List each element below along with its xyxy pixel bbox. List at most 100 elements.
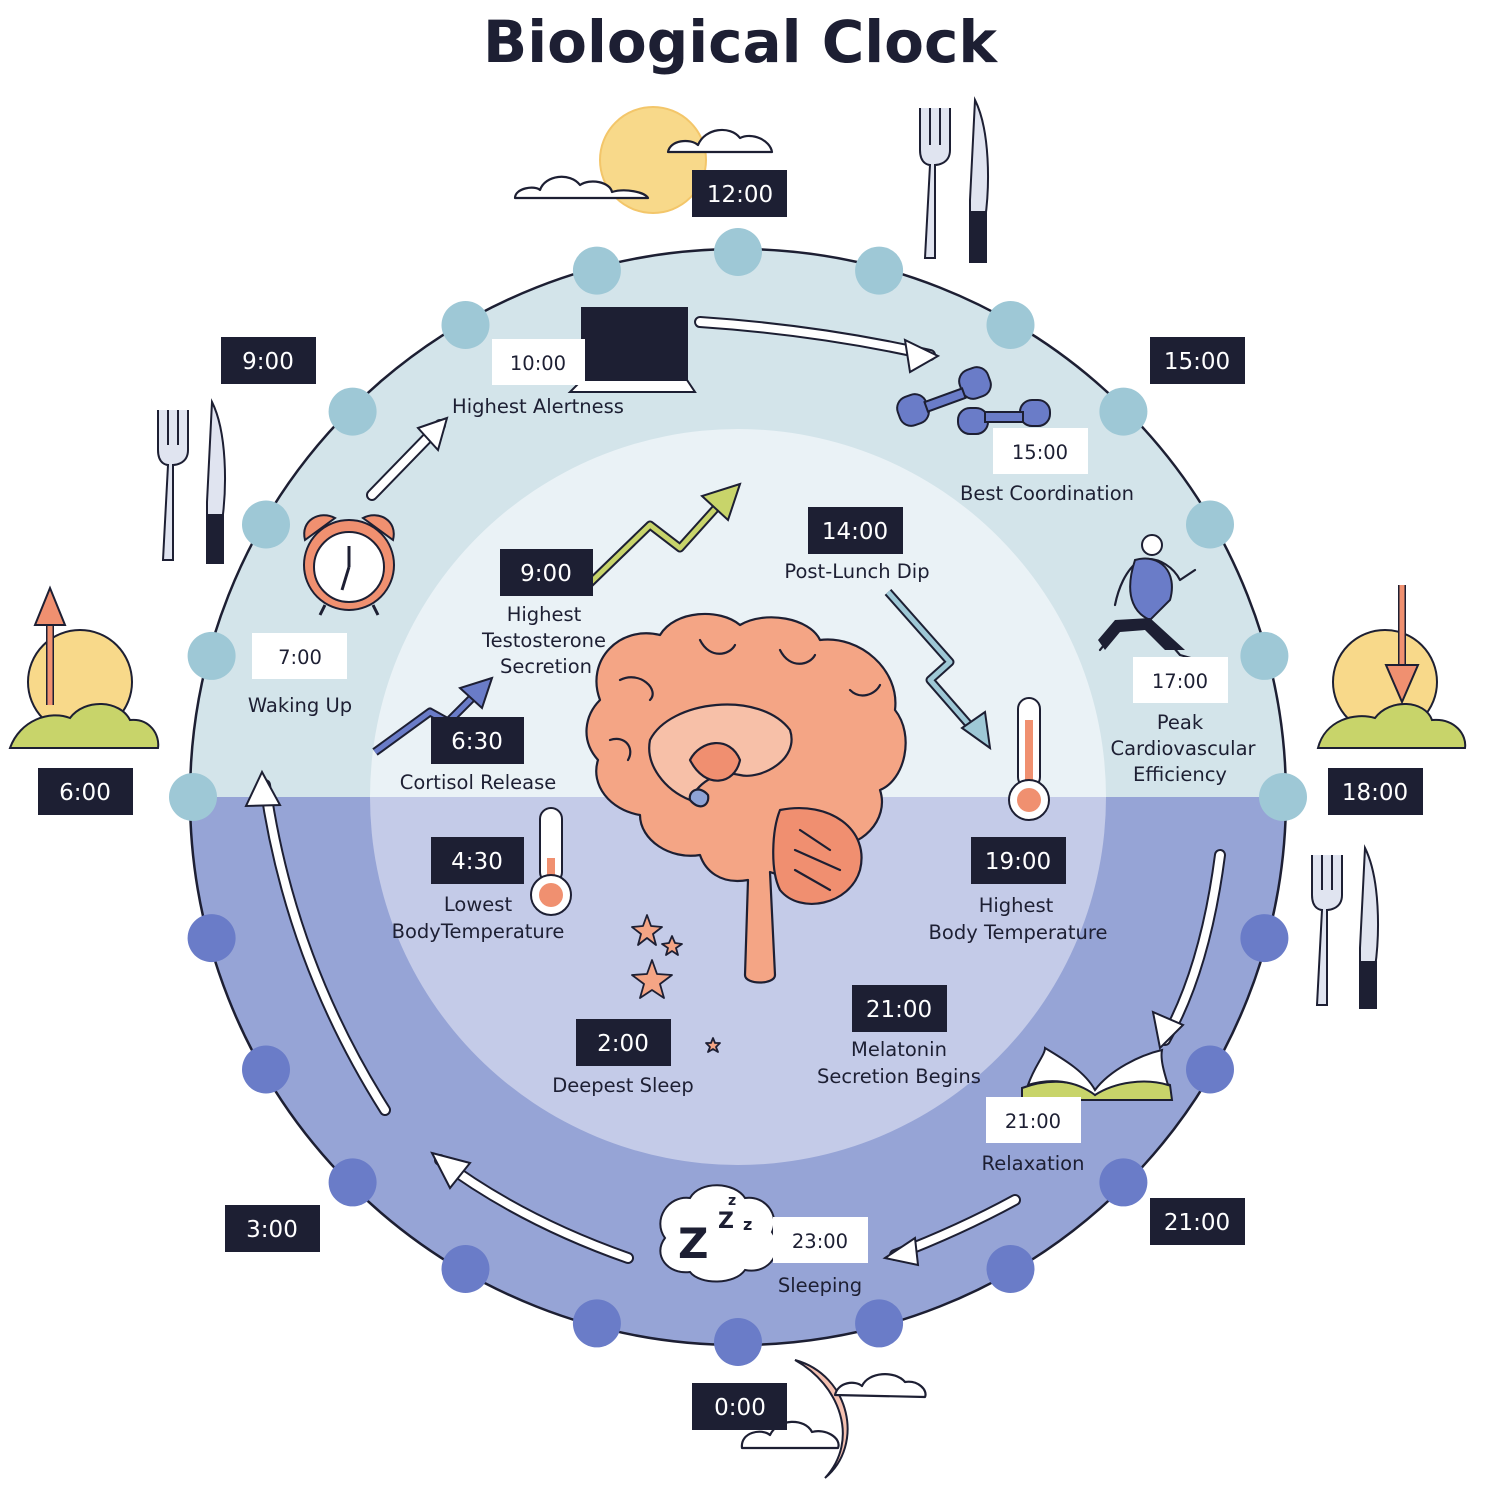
- svg-text:10:00: 10:00: [510, 352, 566, 375]
- time-box-18: 18:00: [1328, 768, 1423, 815]
- event-lowtemp: 4:30 Lowest BodyTemperature: [392, 837, 565, 943]
- hour-dot: [572, 246, 621, 295]
- event-sleeping: 23:00 Sleeping: [773, 1217, 868, 1297]
- time-box-21: 21:00: [1150, 1198, 1245, 1245]
- sleep-zzz-icon: Z Z z z: [659, 1184, 778, 1283]
- hour-dot: [986, 301, 1035, 349]
- event-cortisol: 6:30 Cortisol Release: [400, 717, 557, 794]
- alarm-clock-icon: [303, 514, 395, 616]
- svg-text:6:30: 6:30: [451, 729, 503, 755]
- svg-text:4:30: 4:30: [451, 849, 503, 875]
- svg-text:BodyTemperature: BodyTemperature: [392, 920, 565, 943]
- svg-text:9:00: 9:00: [520, 561, 572, 587]
- svg-text:Melatonin: Melatonin: [851, 1038, 947, 1061]
- svg-text:Efficiency: Efficiency: [1133, 763, 1227, 786]
- svg-text:0:00: 0:00: [714, 1395, 766, 1421]
- runner-icon: [1098, 534, 1200, 662]
- svg-text:Post-Lunch Dip: Post-Lunch Dip: [784, 560, 929, 583]
- hour-dot: [572, 1299, 621, 1348]
- svg-text:3:00: 3:00: [246, 1217, 298, 1243]
- svg-text:15:00: 15:00: [1164, 349, 1230, 375]
- event-postlunch: 14:00 Post-Lunch Dip: [784, 507, 930, 583]
- hour-dot: [714, 228, 762, 276]
- moon-icon: [740, 1359, 927, 1479]
- hour-dot: [441, 301, 490, 349]
- event-alertness: 10:00 Highest Alertness: [452, 339, 624, 418]
- svg-text:12:00: 12:00: [707, 182, 773, 208]
- svg-text:6:00: 6:00: [59, 780, 111, 806]
- hour-dot: [1099, 1158, 1148, 1207]
- svg-text:Peak: Peak: [1157, 711, 1204, 734]
- svg-text:Deepest Sleep: Deepest Sleep: [552, 1074, 694, 1097]
- time-box-9: 9:00: [221, 337, 316, 384]
- svg-text:19:00: 19:00: [985, 849, 1051, 875]
- event-melatonin: 21:00 Melatonin Secretion Begins: [817, 985, 981, 1088]
- hour-dot: [187, 914, 236, 963]
- svg-text:Testosterone: Testosterone: [481, 629, 606, 652]
- svg-text:z: z: [728, 1193, 736, 1209]
- star-icon: [631, 914, 721, 1053]
- cycle-arrows: [244, 316, 1226, 1267]
- svg-text:21:00: 21:00: [866, 997, 932, 1023]
- svg-text:Highest: Highest: [979, 894, 1054, 917]
- hour-dot: [1259, 773, 1307, 821]
- thermometer-icon: [530, 697, 1050, 916]
- hour-dot: [242, 500, 290, 549]
- book-icon: [1021, 1046, 1174, 1101]
- event-waking: 7:00 Waking Up: [248, 633, 352, 717]
- time-box-15: 15:00: [1150, 337, 1245, 384]
- svg-text:17:00: 17:00: [1152, 670, 1208, 693]
- hour-dot: [1186, 1045, 1234, 1094]
- hour-dot: [441, 1245, 490, 1293]
- svg-text:21:00: 21:00: [1005, 1110, 1061, 1133]
- svg-text:Sleeping: Sleeping: [778, 1274, 862, 1297]
- svg-text:Secretion Begins: Secretion Begins: [817, 1065, 981, 1088]
- event-relaxation: 21:00 Relaxation: [982, 1097, 1084, 1175]
- svg-text:Cardiovascular: Cardiovascular: [1110, 737, 1256, 760]
- svg-text:Waking Up: Waking Up: [248, 694, 352, 717]
- hour-dot: [1240, 631, 1289, 680]
- time-box-6: 6:00: [38, 768, 133, 815]
- svg-text:9:00: 9:00: [242, 349, 294, 375]
- svg-text:Lowest: Lowest: [444, 893, 513, 916]
- hour-dot: [714, 1318, 762, 1366]
- hour-dots: [169, 228, 1307, 1366]
- sun-cloud-icon: [513, 106, 774, 214]
- svg-text:Cortisol Release: Cortisol Release: [400, 771, 557, 794]
- hour-dot: [1186, 500, 1234, 549]
- svg-text:23:00: 23:00: [792, 1230, 848, 1253]
- sunset-icon: [1316, 585, 1467, 749]
- svg-text:15:00: 15:00: [1012, 441, 1068, 464]
- event-coordination: 15:00 Best Coordination: [960, 428, 1134, 505]
- hour-dot: [328, 387, 377, 436]
- hour-dot: [187, 631, 236, 680]
- hour-dot: [855, 246, 904, 295]
- hour-dot: [169, 773, 217, 821]
- svg-text:2:00: 2:00: [597, 1031, 649, 1057]
- svg-text:Z: Z: [678, 1219, 708, 1268]
- laptop-icon: [567, 307, 697, 393]
- trend-arrow-icon: [372, 482, 992, 756]
- page-title: Biological Clock: [483, 8, 998, 76]
- svg-text:Body Temperature: Body Temperature: [929, 921, 1108, 944]
- time-box-3: 3:00: [225, 1205, 320, 1252]
- svg-text:Highest Alertness: Highest Alertness: [452, 395, 624, 418]
- svg-text:Best Coordination: Best Coordination: [960, 482, 1134, 505]
- hour-dot: [1099, 387, 1148, 436]
- svg-text:18:00: 18:00: [1342, 780, 1408, 806]
- event-deepsleep: 2:00 Deepest Sleep: [552, 1019, 694, 1097]
- hour-dot: [242, 1045, 290, 1094]
- svg-text:14:00: 14:00: [822, 519, 888, 545]
- svg-text:21:00: 21:00: [1164, 1210, 1230, 1236]
- dumbbell-icon: [896, 366, 1051, 435]
- time-box-12: 12:00: [692, 170, 787, 217]
- time-box-0: 0:00: [692, 1383, 787, 1430]
- hour-dot: [855, 1299, 904, 1348]
- fork-knife-icon: [157, 96, 1379, 1009]
- svg-text:Secretion: Secretion: [500, 655, 592, 678]
- hour-dot: [1240, 914, 1289, 963]
- svg-text:Z: Z: [718, 1209, 734, 1234]
- event-cardio: 17:00 Peak Cardiovascular Efficiency: [1110, 657, 1257, 786]
- hour-dot: [986, 1245, 1035, 1293]
